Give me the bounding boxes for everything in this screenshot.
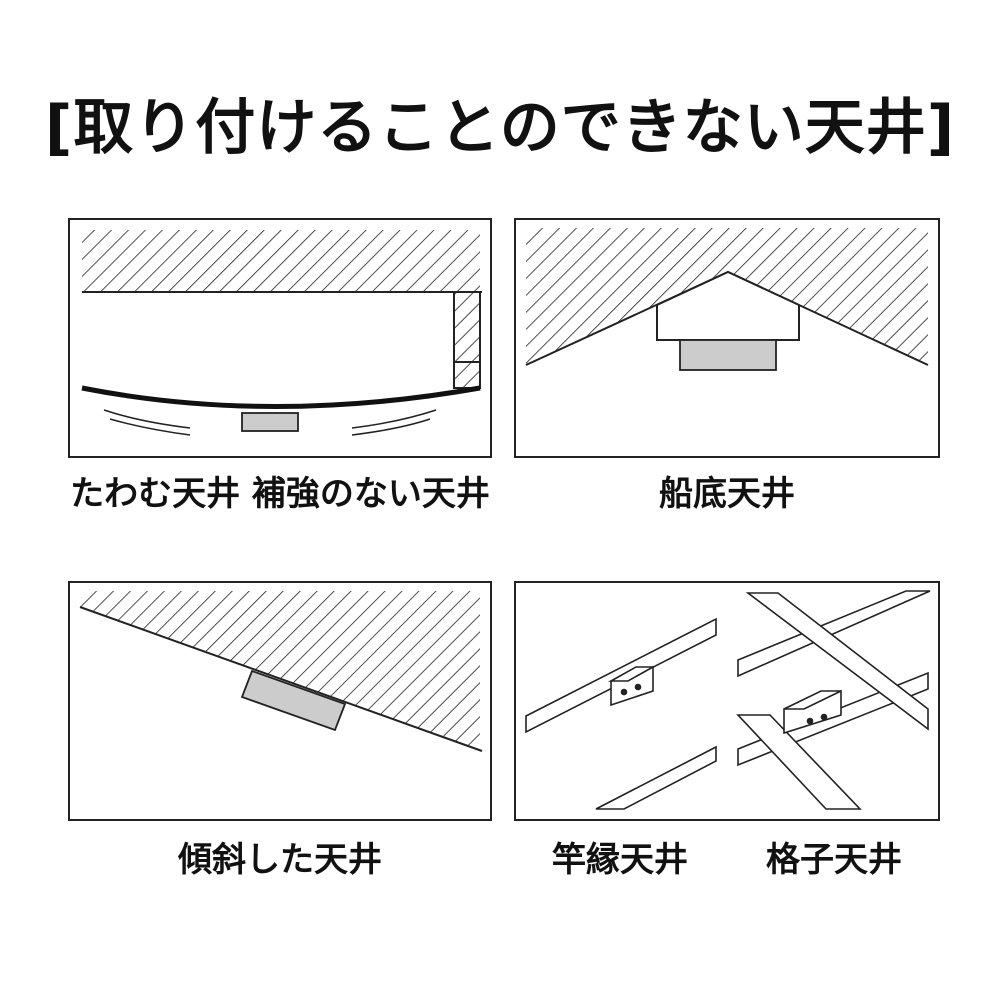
hatched-structure [526,228,928,365]
panel-sagging-ceiling [68,218,492,458]
page-title: [取り付けることのできない天井] [44,93,956,163]
batten-coffered-ceiling-illustration [525,590,931,810]
ceiling-mount-block [656,270,800,341]
panel-sloped-ceiling [68,581,492,821]
panel-boat-bottom-ceiling [514,218,940,458]
grid-beam [737,590,931,678]
caption-sloped-ceiling: 傾斜した天井 [178,840,382,880]
sloped-ceiling-illustration [79,591,483,752]
panel-batten-coffered-ceiling [514,581,940,821]
hatched-wall [453,291,481,389]
caption-sagging-ceiling: たわむ天井 補強のない天井 [70,474,490,514]
caption-batten-ceiling: 竿縁天井 [552,840,688,880]
caption-coffered-ceiling: 格子天井 [766,840,902,880]
hatched-structure [82,230,480,292]
sagging-ceiling-board [81,385,481,409]
grid-beam [736,714,862,810]
caption-boat-bottom-ceiling: 船底天井 [659,474,795,514]
boat-bottom-ceiling-illustration [525,228,929,371]
light-fixture [241,412,299,432]
light-fixture [240,669,347,732]
grid-beam [745,592,929,731]
ceiling-batten [595,745,717,810]
sagging-ceiling-illustration [81,230,482,436]
hatched-structure [80,591,480,751]
light-fixture [679,339,777,371]
